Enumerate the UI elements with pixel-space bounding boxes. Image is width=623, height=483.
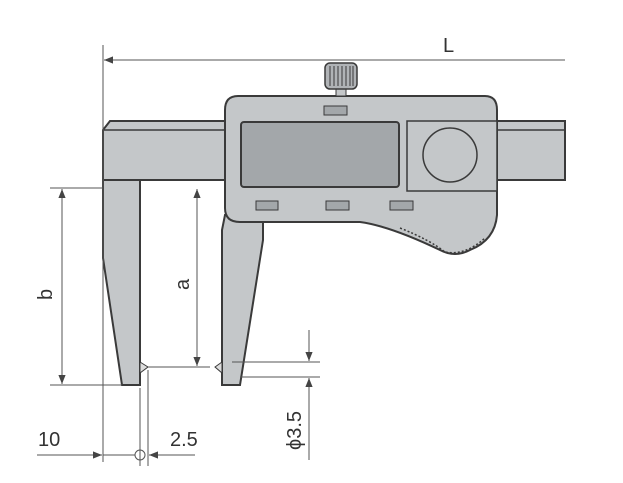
dimension-a: a — [148, 189, 210, 368]
button-left — [255, 200, 279, 211]
thumb-wheel-icon — [422, 127, 478, 183]
lcd-display — [240, 121, 400, 188]
dimension-L: L — [102, 35, 565, 462]
dimension-tip-offset: 10 2.5 — [37, 370, 198, 466]
label-tip-offset: 10 — [38, 429, 60, 451]
slider-head — [224, 62, 498, 255]
label-a: a — [172, 278, 194, 290]
dimension-tip-diameter: ϕ3.5 — [232, 330, 320, 460]
fixed-tip-icon — [139, 361, 149, 374]
label-b: b — [35, 289, 57, 300]
button-middle — [325, 200, 350, 211]
moving-jaw — [221, 214, 264, 386]
dimension-b: b — [35, 187, 122, 386]
label-tip-spacing: 2.5 — [170, 429, 198, 451]
label-L: L — [443, 35, 454, 57]
moving-tip-icon — [214, 361, 223, 375]
top-button — [323, 105, 348, 116]
fixed-jaw — [102, 179, 141, 386]
label-tip-diameter: ϕ3.5 — [284, 411, 306, 450]
button-right — [389, 200, 414, 211]
locking-knob-icon — [324, 62, 358, 90]
center-mark-icon — [134, 449, 146, 461]
